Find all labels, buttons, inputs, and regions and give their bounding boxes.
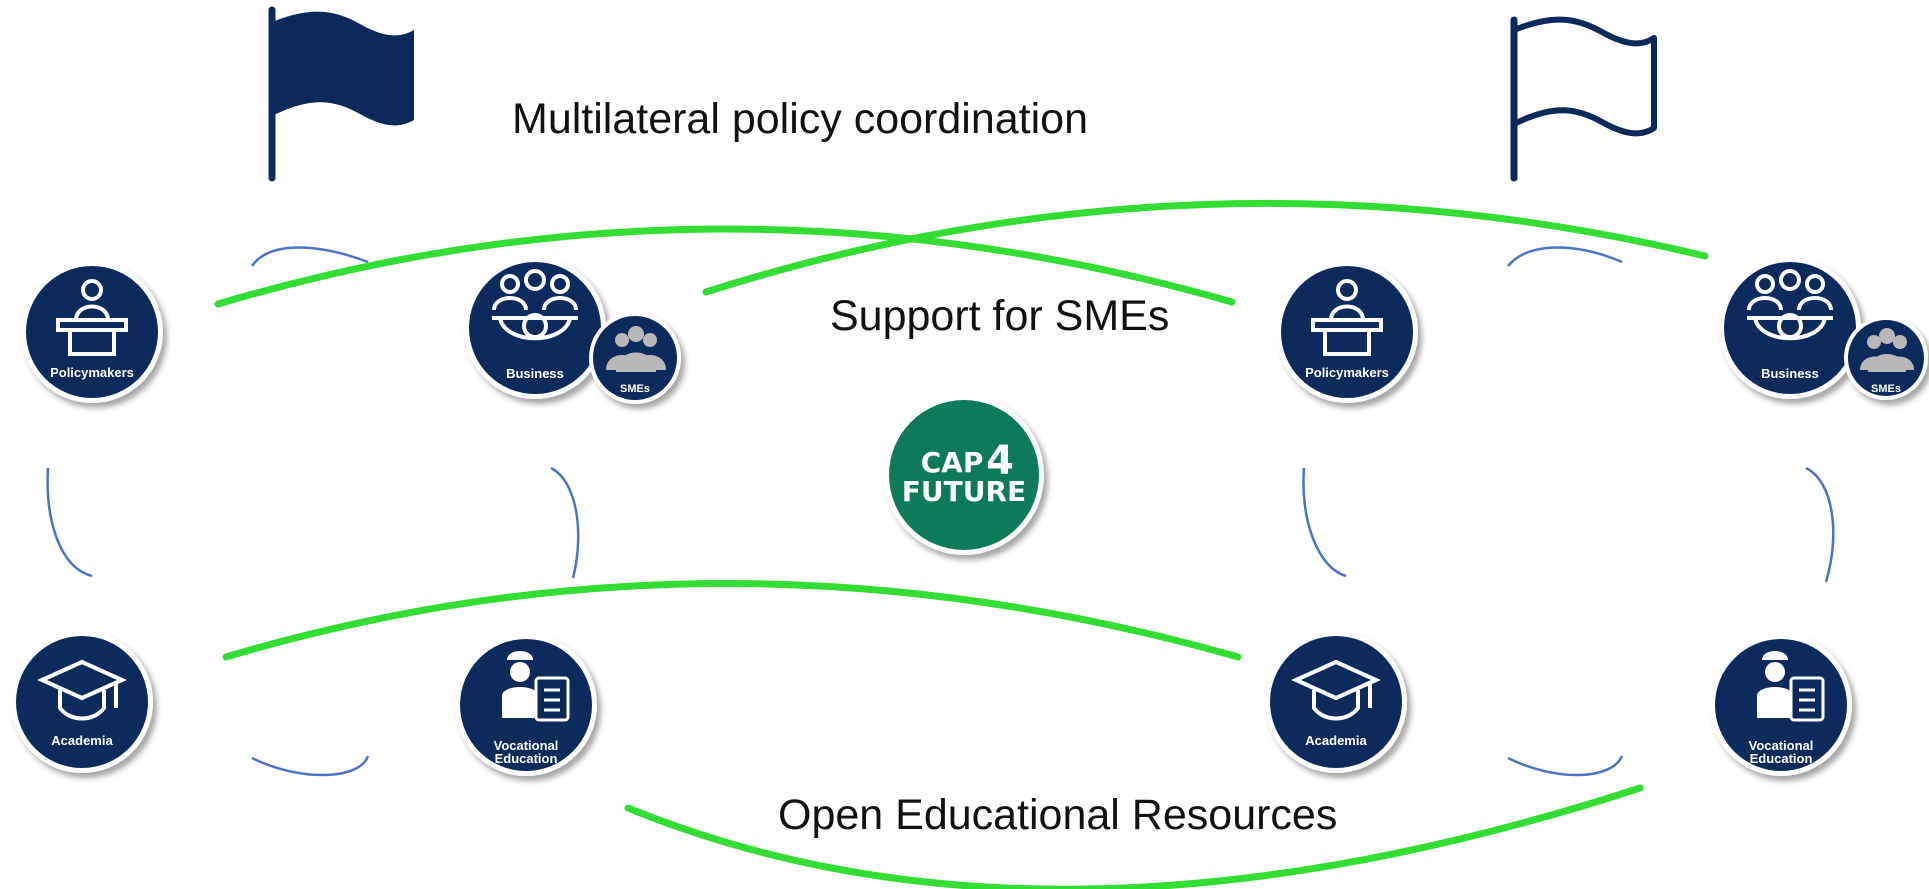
logo-text-cap: CAP [921, 446, 984, 479]
node-label: Academia [51, 733, 113, 748]
oer-label: Open Educational Resources [778, 791, 1337, 839]
node-label: Policymakers [50, 365, 134, 380]
blue-link [1302, 467, 1347, 578]
node-label: Education [1750, 751, 1813, 766]
node-label: SMEs [620, 383, 650, 395]
graduation-cap-icon [1291, 659, 1381, 721]
node-label: Business [506, 366, 564, 381]
node-label: SMEs [1871, 383, 1901, 395]
intra-cluster-links [46, 246, 1835, 777]
podium-icon [56, 279, 128, 356]
blue-link [1805, 466, 1835, 583]
green-link-business [702, 199, 1709, 296]
sme-support-label: Support for SMEs [830, 292, 1169, 340]
node-business [464, 257, 606, 399]
blue-link [1507, 755, 1624, 777]
podium-icon [1311, 279, 1383, 356]
sme-group-icon [1860, 328, 1914, 372]
blue-link [550, 466, 580, 579]
blue-link [46, 467, 93, 578]
team-gear-icon [492, 269, 578, 341]
cap4future-logo [884, 395, 1044, 555]
node-label: Education [495, 751, 558, 766]
green-link-academia [222, 580, 1242, 661]
node-label: Academia [1305, 733, 1367, 748]
worker-clipboard-icon [502, 651, 570, 722]
worker-clipboard-icon [1757, 651, 1825, 722]
logo-text-future: FUTURE [902, 475, 1026, 508]
node-academia [1265, 631, 1407, 773]
node-label: Vocational [1749, 738, 1814, 753]
team-gear-icon [1747, 269, 1833, 341]
multilateral-coordination-label: Multilateral policy coordination [512, 95, 1088, 143]
node-academia [11, 631, 153, 773]
graduation-cap-icon [37, 659, 127, 721]
blue-link [1507, 246, 1623, 267]
node-label: Vocational [494, 738, 559, 753]
outline-flag-icon [1510, 16, 1657, 182]
node-label: Policymakers [1305, 365, 1389, 380]
green-link-policymakers [214, 225, 1236, 308]
logo-text-digit: 4 [986, 438, 1014, 484]
node-label: Business [1761, 366, 1819, 381]
filled-flag-icon [268, 6, 414, 182]
node-business [1719, 257, 1861, 399]
blue-link [251, 755, 370, 777]
blue-link [250, 246, 369, 267]
sme-group-icon [606, 326, 666, 372]
